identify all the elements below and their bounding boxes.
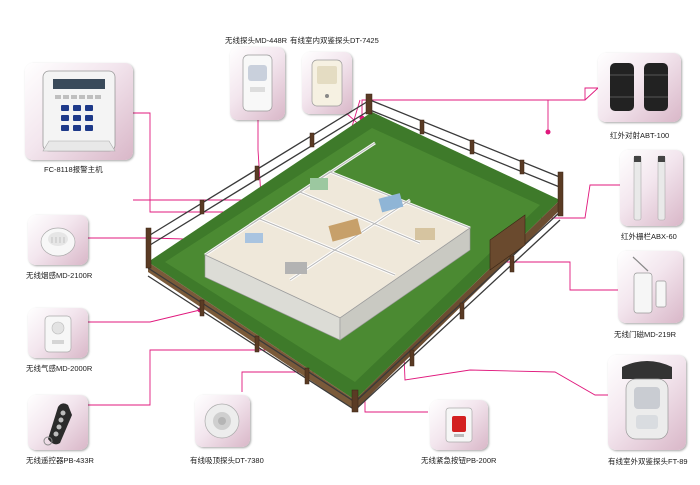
panic-button-icon [445,407,473,443]
outdoor-detector-icon [622,361,672,440]
panic-button-label: 无线紧急按钮PB-200R [421,456,497,465]
gas-detector-label: 无线气感MD-2000R [26,364,93,373]
infrared-beam-label: 红外对射ABT-100 [610,131,670,140]
door-contact-label: 无线门磁MD-219R [614,330,677,339]
dual-tech-detector-icon [311,59,343,107]
dual-tech-detector-card[interactable] [302,52,352,114]
alarm-panel-icon [42,70,116,152]
remote-control-icon [43,403,72,446]
dual-tech-detector-label: 有线室内双鉴探头DT-7425 [290,36,379,45]
outdoor-detector-card[interactable] [608,355,686,450]
pir-detector-card[interactable] [230,47,285,120]
door-contact-card[interactable] [618,251,683,323]
smoke-detector-card[interactable] [28,215,88,265]
ceiling-detector-card[interactable] [195,395,250,447]
ceiling-detector-label: 有线吸顶探头DT-7380 [190,456,264,465]
gas-detector-card[interactable] [28,308,88,358]
alarm-panel-label: FC-8118报警主机 [44,165,103,174]
remote-control-card[interactable] [28,395,88,450]
infrared-beam-card[interactable] [598,53,681,122]
alarm-panel-card[interactable] [25,63,133,160]
pir-detector-label: 无线探头MD-448R [225,36,288,45]
door-contact-icon [632,256,667,314]
panic-button-card[interactable] [430,400,488,450]
remote-control-label: 无线遥控器PB-433R [26,456,94,465]
gas-detector-icon [44,315,72,353]
infrared-fence-icon [633,155,666,221]
smoke-detector-label: 无线烟感MD-2100R [26,271,93,280]
infrared-beam-icon [610,63,668,111]
outdoor-detector-label: 有线室外双鉴探头FT-89 [608,457,688,466]
smoke-detector-icon [40,227,76,257]
infrared-fence-card[interactable] [620,150,683,226]
pir-detector-icon [242,54,273,112]
infrared-fence-label: 红外栅栏ABX-60 [621,232,677,241]
ceiling-detector-icon [204,403,240,439]
